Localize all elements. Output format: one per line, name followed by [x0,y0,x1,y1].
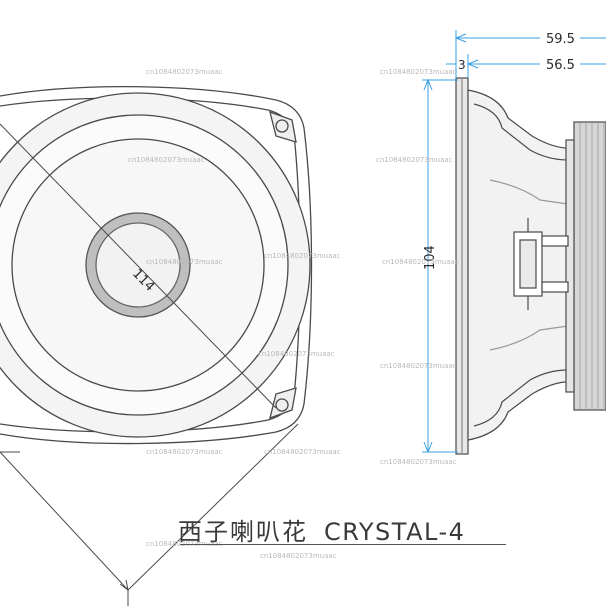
product-title-chinese: 西子喇叭花 [178,518,308,546]
diameter-dimension [0,123,299,606]
svg-text:cn1084802073muaac: cn1084802073muaac [380,68,457,76]
svg-text:cn1084802073muaac: cn1084802073muaac [376,156,453,164]
product-model: CRYSTAL-4 [324,518,466,546]
mounting-hole-bottom-right [269,387,297,420]
depth-dimensions [446,30,606,78]
svg-text:cn1084802073muaac: cn1084802073muaac [128,156,205,164]
total-depth-label: 59.5 [546,32,575,47]
side-view [455,77,606,455]
terminal-block [513,218,569,310]
title-underline [180,544,506,545]
mounting-frame [0,86,313,445]
side-magnet [573,121,606,411]
svg-text:cn1084802073muaac: cn1084802073muaac [380,458,457,466]
svg-text:cn1084802073muaac: cn1084802073muaac [264,448,341,456]
svg-text:cn1084802073muaac: cn1084802073muaac [258,350,335,358]
body-depth-label: 56.5 [546,58,575,73]
height-label: 104 [423,245,438,270]
front-view [0,86,313,445]
svg-text:cn1084802073muaac: cn1084802073muaac [380,362,457,370]
product-title: 西子喇叭花 CRYSTAL-4 [178,512,508,547]
mounting-hole-top-right [269,110,297,143]
svg-text:cn1084802073muaac: cn1084802073muaac [264,252,341,260]
svg-text:cn1084802073muaac: cn1084802073muaac [146,448,223,456]
height-dimension [422,78,458,454]
svg-text:cn1084802073muaac: cn1084802073muaac [260,552,337,560]
flange-thickness-label: 3 [458,58,466,72]
svg-text:cn1084802073muaac: cn1084802073muaac [146,68,223,76]
svg-text:cn1084802073muaac: cn1084802073muaac [382,258,459,266]
svg-text:cn1084802073muaac: cn1084802073muaac [146,258,223,266]
